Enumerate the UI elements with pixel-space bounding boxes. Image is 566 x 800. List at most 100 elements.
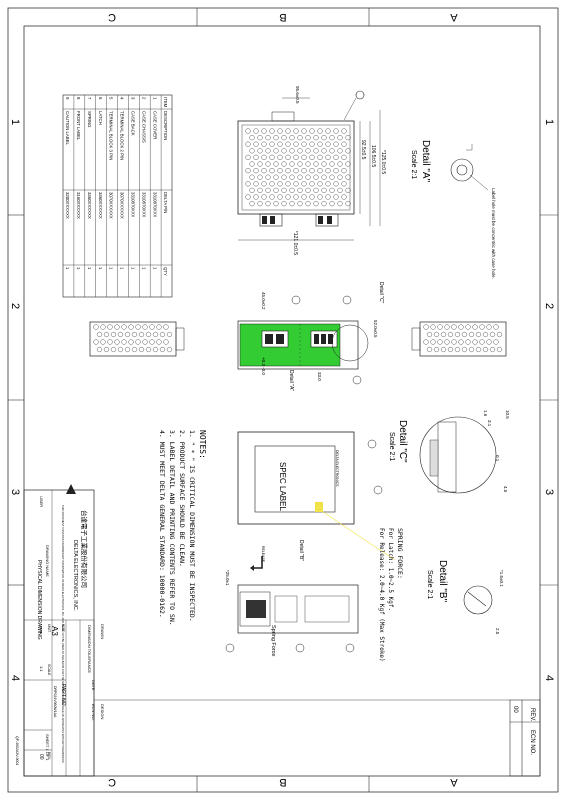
dim-front-w3: 52.0±0.5 — [373, 320, 378, 338]
vent-hole — [305, 187, 311, 194]
vent-hole — [341, 194, 347, 200]
vent-hole — [321, 161, 327, 167]
vent-hole — [333, 194, 339, 200]
vent-hole — [117, 331, 124, 338]
vent-hole — [156, 324, 162, 330]
vent-hole — [273, 187, 279, 194]
vent-hole — [156, 339, 162, 345]
vent-hole — [341, 168, 347, 174]
vent-hole — [309, 128, 315, 134]
bom-cell: 3310870XXX — [130, 192, 135, 217]
vent-hole — [269, 141, 275, 147]
vent-hole — [261, 141, 267, 147]
vent-hole — [329, 201, 335, 207]
bom-cell: 3310870XXX — [152, 192, 157, 217]
detail-c-callout: Detail "C" — [378, 282, 384, 304]
vent-hole — [489, 346, 496, 353]
vent-hole — [337, 161, 343, 167]
vent-hole — [333, 168, 339, 174]
vent-hole — [321, 148, 327, 154]
detail-c-title: Detail "C" — [397, 420, 408, 463]
vent-hole — [337, 187, 343, 194]
vent-hole — [245, 141, 251, 147]
vent-hole — [265, 148, 271, 154]
vent-hole — [437, 324, 443, 330]
detail-c-dim3: 3.1 — [487, 420, 492, 427]
vent-hole — [345, 174, 351, 180]
vent-hole — [345, 148, 351, 154]
vent-hole — [447, 346, 454, 353]
rev-label: REV. — [529, 708, 535, 722]
bom-cell: 5 — [109, 97, 114, 100]
vent-hole — [297, 201, 303, 207]
vent-hole — [475, 346, 482, 353]
vent-hole — [301, 181, 307, 187]
vent-hole — [138, 331, 145, 338]
bom-cell: CASE CHASSIS — [141, 111, 146, 143]
zone-number-left-1: 1 — [9, 119, 21, 125]
vent-hole — [269, 154, 275, 161]
side-view-left — [89, 321, 185, 357]
bom-cell: CAUTION LABEL — [65, 111, 70, 146]
vent-hole — [337, 201, 343, 207]
vent-hole — [329, 161, 335, 167]
zone-number-left-3: 3 — [9, 489, 21, 495]
vent-hole — [430, 324, 436, 330]
detail-c-dim1: 1.6 — [483, 410, 488, 417]
vent-hole — [145, 331, 152, 338]
vent-hole — [142, 324, 148, 330]
spring-force-line2: For Release: 2.0~4.0 Kgf (Max Stroke) — [378, 528, 385, 662]
bom-cell: 1 — [98, 267, 103, 270]
vent-hole — [325, 168, 331, 174]
vent-hole — [313, 201, 319, 207]
vent-hole — [309, 181, 315, 187]
vent-hole — [426, 346, 433, 353]
vent-hole — [261, 154, 267, 161]
vent-hole — [289, 161, 295, 167]
vent-hole — [496, 346, 503, 353]
bom-cell: TERMINAL BLOCK 3 PIN — [109, 111, 114, 160]
vent-hole — [482, 331, 489, 338]
zone-number-right-2: 2 — [543, 303, 555, 309]
vent-hole — [269, 194, 275, 200]
vent-hole — [489, 331, 496, 338]
sheet-label: SHEET 1 OF 1 — [45, 734, 50, 761]
detail-b-dim1: *1.5±0.1 — [499, 570, 504, 587]
note-2: 2. PRODUCT SURFACE SHOULD BE CLEAN. — [178, 430, 186, 567]
vent-hole — [458, 324, 464, 330]
vent-hole — [444, 324, 450, 330]
vent-hole — [253, 181, 259, 187]
detail-b: Detail "B" Scale 2:1 *1.5±0.1 2.5 — [426, 560, 504, 635]
vent-hole — [297, 161, 303, 167]
detail-a-title: Detail "A" — [420, 140, 431, 183]
vent-hole — [440, 331, 447, 338]
vent-hole — [305, 174, 311, 180]
detail-b-scale: Scale 2:1 — [426, 570, 433, 599]
vent-hole — [117, 346, 124, 353]
vent-hole — [468, 331, 475, 338]
zone-letter-top-b: B — [279, 11, 286, 23]
yellow-marker — [315, 502, 323, 512]
vent-hole — [131, 346, 138, 353]
vent-hole — [309, 168, 315, 174]
vent-hole — [253, 154, 259, 161]
vent-hole — [461, 331, 468, 338]
zone-letter-bottom-b: B — [279, 776, 286, 788]
unit-value: mm — [39, 626, 44, 633]
vent-hole — [297, 187, 303, 194]
vent-hole — [257, 148, 263, 154]
vent-hole — [479, 339, 485, 345]
dim-width-main: *121.0±0.5 — [292, 231, 298, 255]
vent-hole — [103, 346, 110, 353]
vent-hole — [135, 324, 141, 330]
bom-cell: 1 — [152, 267, 157, 270]
vent-hole — [454, 346, 461, 353]
vent-hole — [289, 135, 295, 141]
vent-hole — [245, 154, 251, 161]
vent-hole — [293, 168, 299, 174]
vent-hole — [325, 128, 331, 134]
vent-hole — [273, 201, 279, 207]
bom-cell: 4 — [120, 97, 125, 100]
vent-hole — [321, 135, 327, 141]
